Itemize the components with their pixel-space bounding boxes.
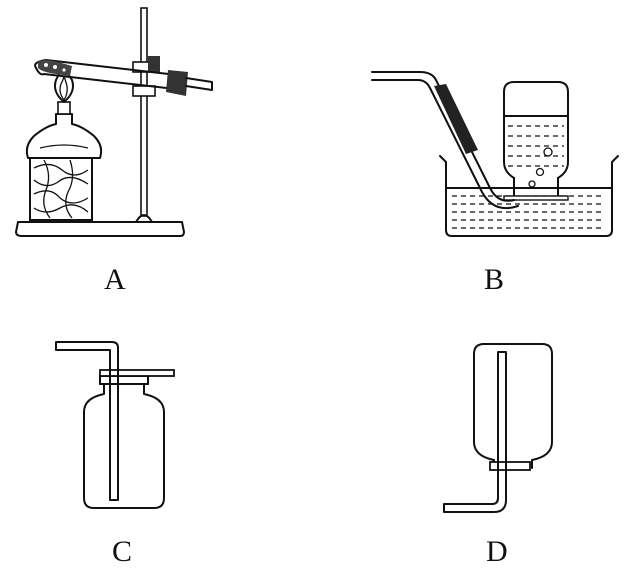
alcohol-lamp bbox=[25, 113, 103, 159]
gas-bubble bbox=[543, 147, 553, 157]
clamp-lower bbox=[132, 85, 156, 97]
stand-foot bbox=[135, 214, 153, 223]
apparatus-a bbox=[15, 7, 213, 237]
delivery-tube bbox=[371, 71, 515, 202]
apparatus-b bbox=[371, 71, 619, 237]
label-a: A bbox=[104, 263, 126, 296]
label-d: D bbox=[486, 535, 508, 568]
inlet-tube-c bbox=[55, 341, 119, 501]
apparatus-d bbox=[443, 343, 553, 513]
apparatus-c bbox=[55, 341, 175, 509]
water-trough bbox=[439, 155, 619, 237]
inlet-tube-d bbox=[443, 351, 507, 513]
wooden-block bbox=[29, 157, 93, 221]
stand-rod bbox=[140, 7, 148, 217]
gas-bottle-c bbox=[83, 383, 165, 509]
gas-collecting-bottle bbox=[503, 81, 569, 179]
stopper bbox=[166, 70, 188, 96]
label-c: C bbox=[112, 535, 132, 568]
stand-base bbox=[15, 221, 185, 237]
gas-bottle-d bbox=[473, 343, 553, 469]
label-b: B bbox=[484, 263, 504, 296]
